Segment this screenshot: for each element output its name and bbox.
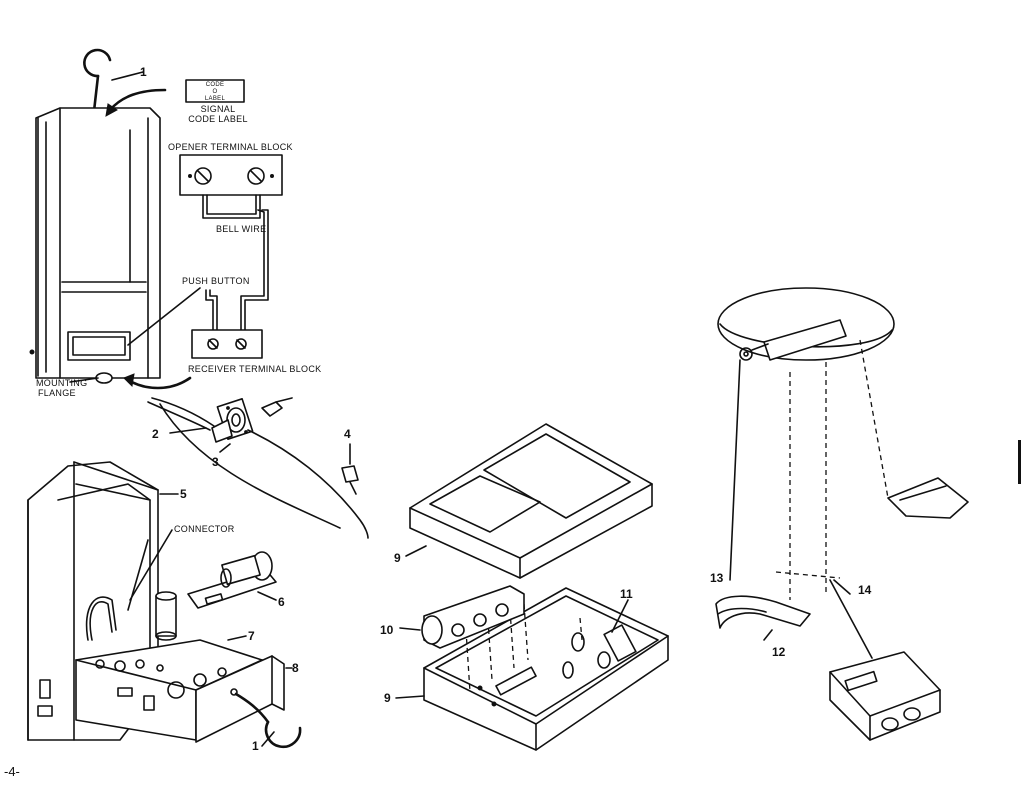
receiver-terminal-block: RECEIVER TERMINAL BLOCK xyxy=(188,329,321,374)
code-label-line1: CODE xyxy=(206,82,225,88)
flange-label: FLANGE xyxy=(38,388,76,398)
edge-mark xyxy=(1018,440,1021,484)
wire-clip-4 xyxy=(341,465,359,483)
callout-10: 10 xyxy=(380,623,394,637)
opener-terminal-block: OPENER TERMINAL BLOCK xyxy=(168,142,293,196)
hook-wire-bottom xyxy=(234,692,270,724)
connector-label: CONNECTOR xyxy=(174,524,235,534)
clip-plate xyxy=(887,477,969,519)
case-lid-9 xyxy=(409,423,653,579)
hanger-hook-bottom-icon xyxy=(264,720,302,749)
callout-13: 13 xyxy=(710,571,724,585)
callout-9-bottom: 9 xyxy=(384,691,391,705)
bell-wire: BELL WIRE PUSH BUTTON xyxy=(182,194,269,331)
receiver-terminal-block-label: RECEIVER TERMINAL BLOCK xyxy=(188,364,321,374)
code-label-line2: O xyxy=(213,89,218,95)
callout-8: 8 xyxy=(292,661,299,675)
case-base-9 xyxy=(423,587,669,751)
callout-3: 3 xyxy=(212,455,219,469)
transmitter-case-top xyxy=(409,423,653,579)
receiver-unit xyxy=(29,48,201,390)
callout-1-top: 1 xyxy=(140,65,147,79)
mounting-label: MOUNTING xyxy=(36,378,87,388)
antenna-connector-assembly xyxy=(147,397,369,539)
signal-code-label: CODE O LABEL SIGNAL CODE LABEL xyxy=(185,79,248,124)
open-receiver-housing xyxy=(27,461,302,749)
push-button-label: PUSH BUTTON xyxy=(182,276,250,286)
callout-12: 12 xyxy=(772,645,786,659)
callout-5: 5 xyxy=(180,487,187,501)
battery-9v xyxy=(829,651,941,741)
page-number: -4- xyxy=(4,764,20,779)
opener-terminal-block-label: OPENER TERMINAL BLOCK xyxy=(168,142,293,152)
label-arrow xyxy=(108,88,167,112)
bell-wire-label: BELL WIRE xyxy=(216,224,266,234)
callout-7: 7 xyxy=(248,629,255,643)
battery-compartment-assembly xyxy=(715,287,969,741)
terminal-arrow xyxy=(126,376,192,390)
callout-1-bottom: 1 xyxy=(252,739,259,753)
callout-2: 2 xyxy=(152,427,159,441)
signal-label-text: SIGNAL xyxy=(201,104,236,114)
callout-4: 4 xyxy=(344,427,351,441)
hanger-hook-icon xyxy=(83,48,112,78)
button-strip-10 xyxy=(399,585,525,649)
battery-clip-12 xyxy=(715,595,811,629)
callout-6: 6 xyxy=(278,595,285,609)
callout-14: 14 xyxy=(858,583,872,597)
code-label-line3: LABEL xyxy=(205,96,226,102)
callout-11: 11 xyxy=(620,587,633,601)
code-label-text: CODE LABEL xyxy=(188,114,248,124)
callout-9-top: 9 xyxy=(394,551,401,565)
key-plug xyxy=(261,401,283,417)
